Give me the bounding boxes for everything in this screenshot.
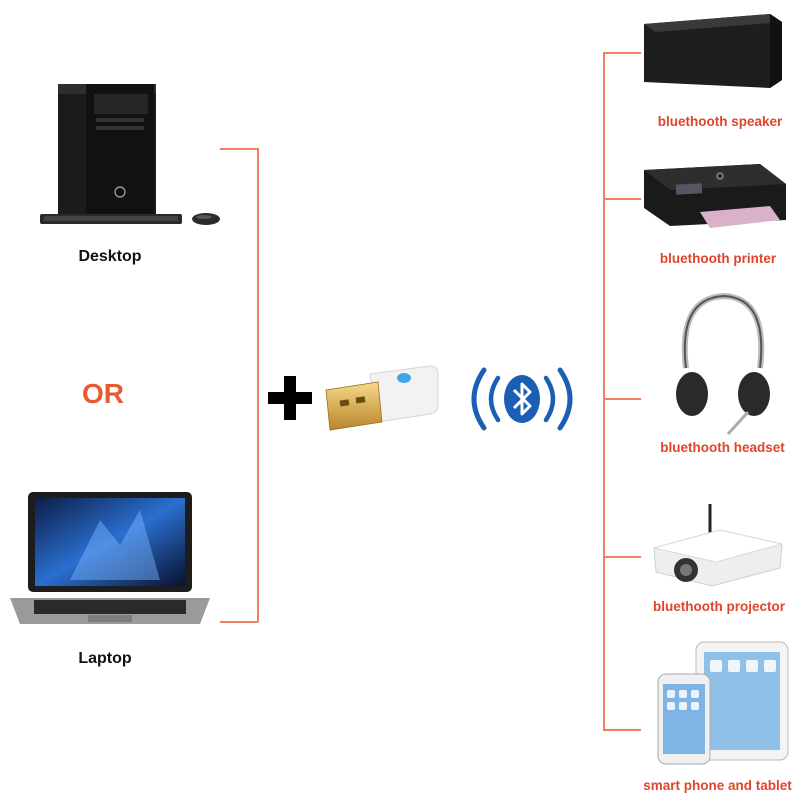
- printer-icon: [644, 164, 786, 228]
- desktop-icon: [40, 84, 220, 225]
- projector-icon: [653, 504, 783, 587]
- phone-tablet-icon: [657, 641, 789, 765]
- device-label-speaker: bluethooth speaker: [657, 114, 783, 129]
- right-bracket-vertical: [603, 52, 605, 730]
- laptop-device: [10, 490, 210, 630]
- left-bracket-vertical: [257, 148, 259, 622]
- right-bracket-tick-2: [603, 198, 641, 200]
- device-label-headset: bluethooth headset: [660, 440, 785, 455]
- desktop-label: Desktop: [78, 248, 142, 265]
- device-label-printer: bluethooth printer: [659, 251, 777, 266]
- plus-icon: [268, 376, 312, 420]
- right-bracket-tick-3: [603, 398, 641, 400]
- hp-logo: [114, 186, 126, 198]
- laptop-label: Laptop: [78, 650, 132, 667]
- right-bracket-tick-5: [603, 729, 641, 731]
- headset-icon: [676, 292, 770, 436]
- left-bracket-top: [220, 148, 258, 150]
- right-bracket-tick-1: [603, 52, 641, 54]
- bluetooth-signal-icon: [471, 367, 573, 431]
- right-bracket-tick-4: [603, 556, 641, 558]
- usb-bluetooth-adapter: [325, 365, 439, 431]
- desktop-device: [36, 80, 236, 230]
- device-label-projector: bluethooth projector: [653, 599, 785, 614]
- device-label-phone-tablet: smart phone and tablet: [643, 778, 792, 793]
- laptop-icon: [10, 492, 210, 624]
- speaker-icon: [644, 14, 782, 88]
- left-bracket-bottom: [220, 621, 258, 623]
- or-label: OR: [82, 378, 124, 409]
